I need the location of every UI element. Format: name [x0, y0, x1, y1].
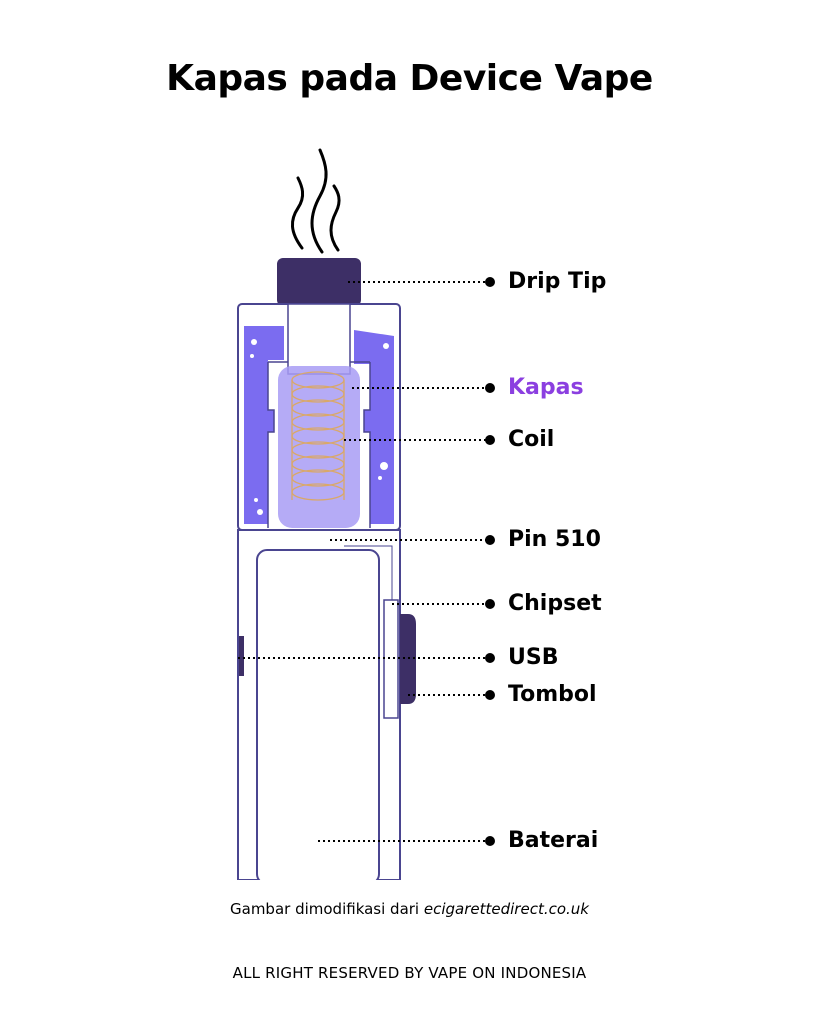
label-chipset: Chipset	[508, 591, 602, 616]
e-liquid-left	[244, 326, 284, 524]
chimney	[287, 303, 351, 375]
drip-tip	[277, 258, 361, 306]
kapas-cotton	[278, 366, 360, 528]
chipset-board	[383, 599, 399, 719]
label-drip-tip: Drip Tip	[508, 269, 607, 294]
label-baterai: Baterai	[508, 828, 599, 853]
label-coil: Coil	[508, 427, 555, 452]
bubbles	[250, 339, 389, 515]
usb-port	[238, 636, 244, 676]
vapor-icon	[291, 148, 341, 254]
label-kapas: Kapas	[508, 375, 584, 400]
battery	[256, 549, 380, 885]
caption-source: ecigarettedirect.co.uk	[423, 900, 589, 918]
image-caption: Gambar dimodifikasi dari ecigarettedirec…	[0, 900, 819, 918]
label-tombol: Tombol	[508, 682, 597, 707]
page-title: Kapas pada Device Vape	[166, 58, 653, 99]
label-usb: USB	[508, 645, 559, 670]
e-liquid-right	[354, 330, 394, 524]
label-pin-510: Pin 510	[508, 527, 601, 552]
caption-prefix: Gambar dimodifikasi dari	[230, 900, 424, 918]
copyright-footer: ALL RIGHT RESERVED BY VAPE ON INDONESIA	[232, 964, 587, 982]
